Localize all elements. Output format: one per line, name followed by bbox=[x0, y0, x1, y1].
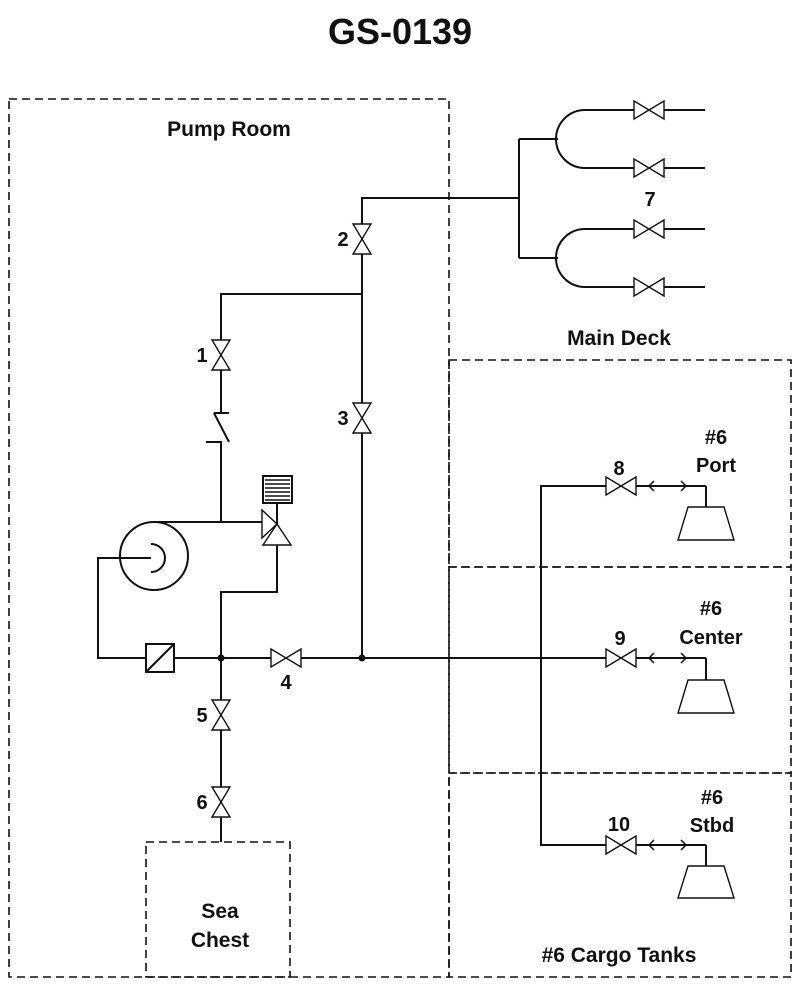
valve-10-label: 10 bbox=[608, 814, 630, 836]
strainer-icon bbox=[145, 643, 175, 673]
valve-9-label: 9 bbox=[614, 628, 625, 650]
port-tank-label-line1: #6 bbox=[705, 427, 727, 449]
valve-6-label: 6 bbox=[196, 792, 207, 814]
valve-10[interactable] bbox=[605, 835, 637, 855]
valve-6[interactable] bbox=[211, 786, 231, 818]
discharge-riser bbox=[361, 197, 519, 658]
bellmouth-icon bbox=[677, 506, 735, 541]
valve-8-label: 8 bbox=[613, 458, 624, 480]
valve-9[interactable] bbox=[605, 648, 637, 668]
pump-room-label: Pump Room bbox=[167, 118, 291, 141]
sea-chest-label-line2: Chest bbox=[191, 929, 249, 952]
valve-3-label: 3 bbox=[337, 408, 348, 430]
center-tank-zone bbox=[448, 566, 792, 774]
center-tank-branch bbox=[636, 652, 735, 714]
manifold-icon bbox=[518, 109, 705, 288]
pump-room-zone bbox=[8, 98, 450, 978]
bellmouth-icon bbox=[677, 679, 735, 714]
valve-3[interactable] bbox=[352, 402, 372, 434]
three-way-relief-valve-icon[interactable] bbox=[220, 475, 293, 658]
valve-7-label: 7 bbox=[644, 189, 655, 211]
pump-discharge-line bbox=[154, 293, 362, 523]
port-tank-label-line2: Port bbox=[696, 455, 736, 477]
manifold-valve-3[interactable] bbox=[633, 219, 665, 239]
manifold-valve-1[interactable] bbox=[633, 100, 665, 120]
valve-1[interactable] bbox=[211, 339, 231, 371]
sea-chest-label-line1: Sea bbox=[201, 900, 239, 923]
diagram-title: GS-0139 bbox=[328, 11, 472, 52]
valve-4[interactable] bbox=[270, 648, 302, 668]
valve-2-label: 2 bbox=[337, 229, 348, 251]
tank-header-line bbox=[540, 485, 606, 846]
valve-4-label: 4 bbox=[280, 672, 292, 694]
sea-chest-zone bbox=[145, 841, 291, 978]
manifold-valve-2[interactable] bbox=[633, 158, 665, 178]
port-tank-branch bbox=[636, 480, 735, 541]
bellmouth-icon bbox=[677, 865, 735, 899]
valve-5-label: 5 bbox=[196, 705, 207, 727]
cargo-tanks-label: #6 Cargo Tanks bbox=[542, 944, 697, 967]
main-deck-label: Main Deck bbox=[567, 327, 671, 350]
stbd-tank-branch bbox=[636, 839, 735, 899]
centrifugal-pump-icon bbox=[97, 521, 189, 659]
stbd-tank-label-line2: Stbd bbox=[690, 815, 734, 837]
check-valve-icon bbox=[206, 412, 230, 443]
manifold-valve-4[interactable] bbox=[633, 277, 665, 297]
stbd-tank-label-line1: #6 bbox=[701, 787, 723, 809]
valve-5[interactable] bbox=[211, 699, 231, 731]
center-tank-label-line2: Center bbox=[679, 627, 743, 649]
stbd-tank-zone bbox=[448, 772, 792, 978]
center-tank-label-line1: #6 bbox=[700, 598, 722, 620]
valve-1-label: 1 bbox=[196, 345, 207, 367]
valve-2[interactable] bbox=[352, 223, 372, 255]
